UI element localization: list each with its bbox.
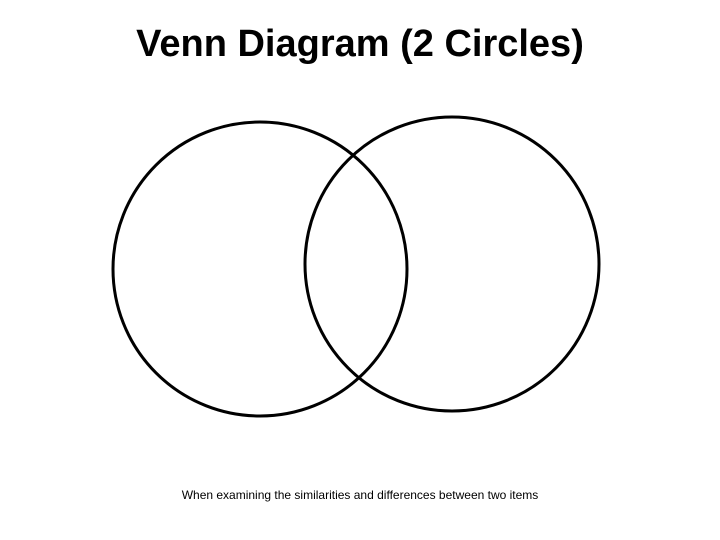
- caption-text: When examining the similarities and diff…: [181, 488, 539, 502]
- left-circle: [111, 120, 409, 418]
- right-circle: [303, 115, 601, 413]
- slide-title: Venn Diagram (2 Circles): [136, 23, 584, 65]
